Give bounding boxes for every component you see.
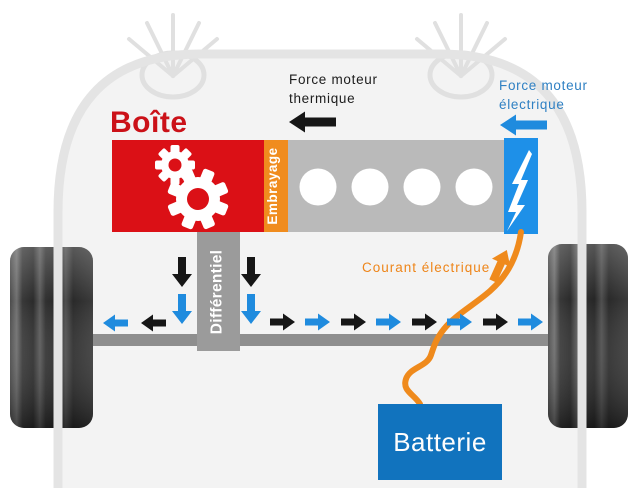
- electric-force-label: Force moteur électrique: [499, 76, 588, 114]
- left-flow-arrows: [103, 314, 166, 332]
- downward-flow-arrows: [172, 257, 261, 324]
- clutch-label: Embrayage: [265, 147, 280, 225]
- engine-block: [288, 140, 504, 232]
- wheel: [548, 244, 628, 428]
- electric-force-line2: électrique: [499, 97, 565, 112]
- cylinder: [351, 168, 389, 206]
- clutch-box: [264, 140, 288, 232]
- wheel: [10, 247, 93, 428]
- differential-box: [197, 232, 240, 351]
- cylinder: [299, 168, 337, 206]
- cylinder: [403, 168, 441, 206]
- differential-label: Différentiel: [208, 249, 226, 335]
- car-body-outline: [53, 49, 587, 488]
- right-flow-arrows: [270, 313, 543, 331]
- cylinder: [455, 168, 493, 206]
- electric-current-arrow: [489, 249, 511, 283]
- battery-label: Batterie: [393, 427, 487, 457]
- electric-force-line1: Force moteur: [499, 78, 588, 93]
- battery-box: [378, 404, 502, 480]
- axle-shaft: [93, 334, 548, 346]
- gearbox-title: Boîte: [110, 106, 188, 139]
- electric-force-arrow: [500, 114, 547, 136]
- thermal-force-line1: Force moteur: [289, 72, 378, 87]
- thermal-force-label: Force moteur thermique: [289, 70, 378, 108]
- electric-motor-box: [504, 138, 538, 234]
- gears-icon: [155, 145, 229, 230]
- thermal-force-arrow: [289, 111, 336, 133]
- thermal-force-line2: thermique: [289, 91, 356, 106]
- lightning-icon: [507, 150, 532, 231]
- electric-current-label: Courant électrique: [362, 260, 491, 275]
- electric-current-wire: [402, 229, 524, 407]
